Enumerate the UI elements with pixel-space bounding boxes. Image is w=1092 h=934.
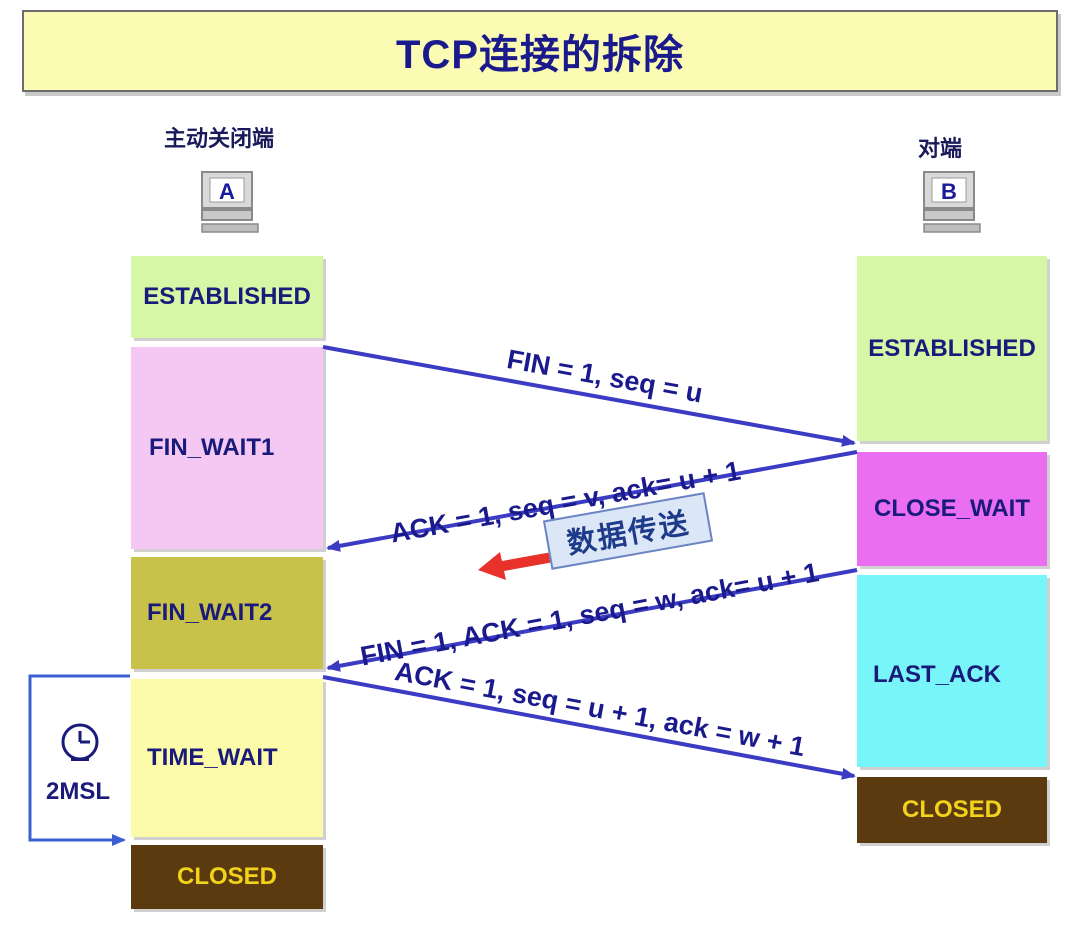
computer-icon: A xyxy=(201,171,259,233)
host-a-letter: A xyxy=(219,179,235,204)
page-title: TCP连接的拆除 xyxy=(396,33,684,77)
state-b-close-wait: CLOSE_WAIT xyxy=(857,452,1047,566)
state-a-fin-wait2: FIN_WAIT2 xyxy=(131,557,323,669)
state-b-closed: CLOSED xyxy=(857,777,1047,843)
computer-icon: B xyxy=(923,171,981,233)
state-b-established: ESTABLISHED xyxy=(857,256,1047,441)
state-a-established: ESTABLISHED xyxy=(131,256,323,338)
host-a-label: 主动关闭端 xyxy=(164,126,275,151)
fin2-arrow xyxy=(326,568,858,672)
fin1-arrow xyxy=(322,345,856,447)
ack1-arrow xyxy=(326,450,858,552)
state-a-closed: CLOSED xyxy=(131,845,323,909)
state-a-time-wait: TIME_WAIT xyxy=(131,679,323,837)
clock-icon xyxy=(61,723,99,761)
state-a-fin-wait1: FIN_WAIT1 xyxy=(131,347,323,549)
title-banner: TCP连接的拆除 xyxy=(22,10,1058,92)
timer-bracket xyxy=(28,674,130,846)
host-b-letter: B xyxy=(941,179,957,204)
state-b-last-ack: LAST_ACK xyxy=(857,575,1047,767)
host-b-label: 对端 xyxy=(918,136,963,161)
ack2-arrow xyxy=(322,675,856,780)
data-transfer-arrow xyxy=(478,552,554,580)
timer-label: 2MSL xyxy=(46,778,111,805)
